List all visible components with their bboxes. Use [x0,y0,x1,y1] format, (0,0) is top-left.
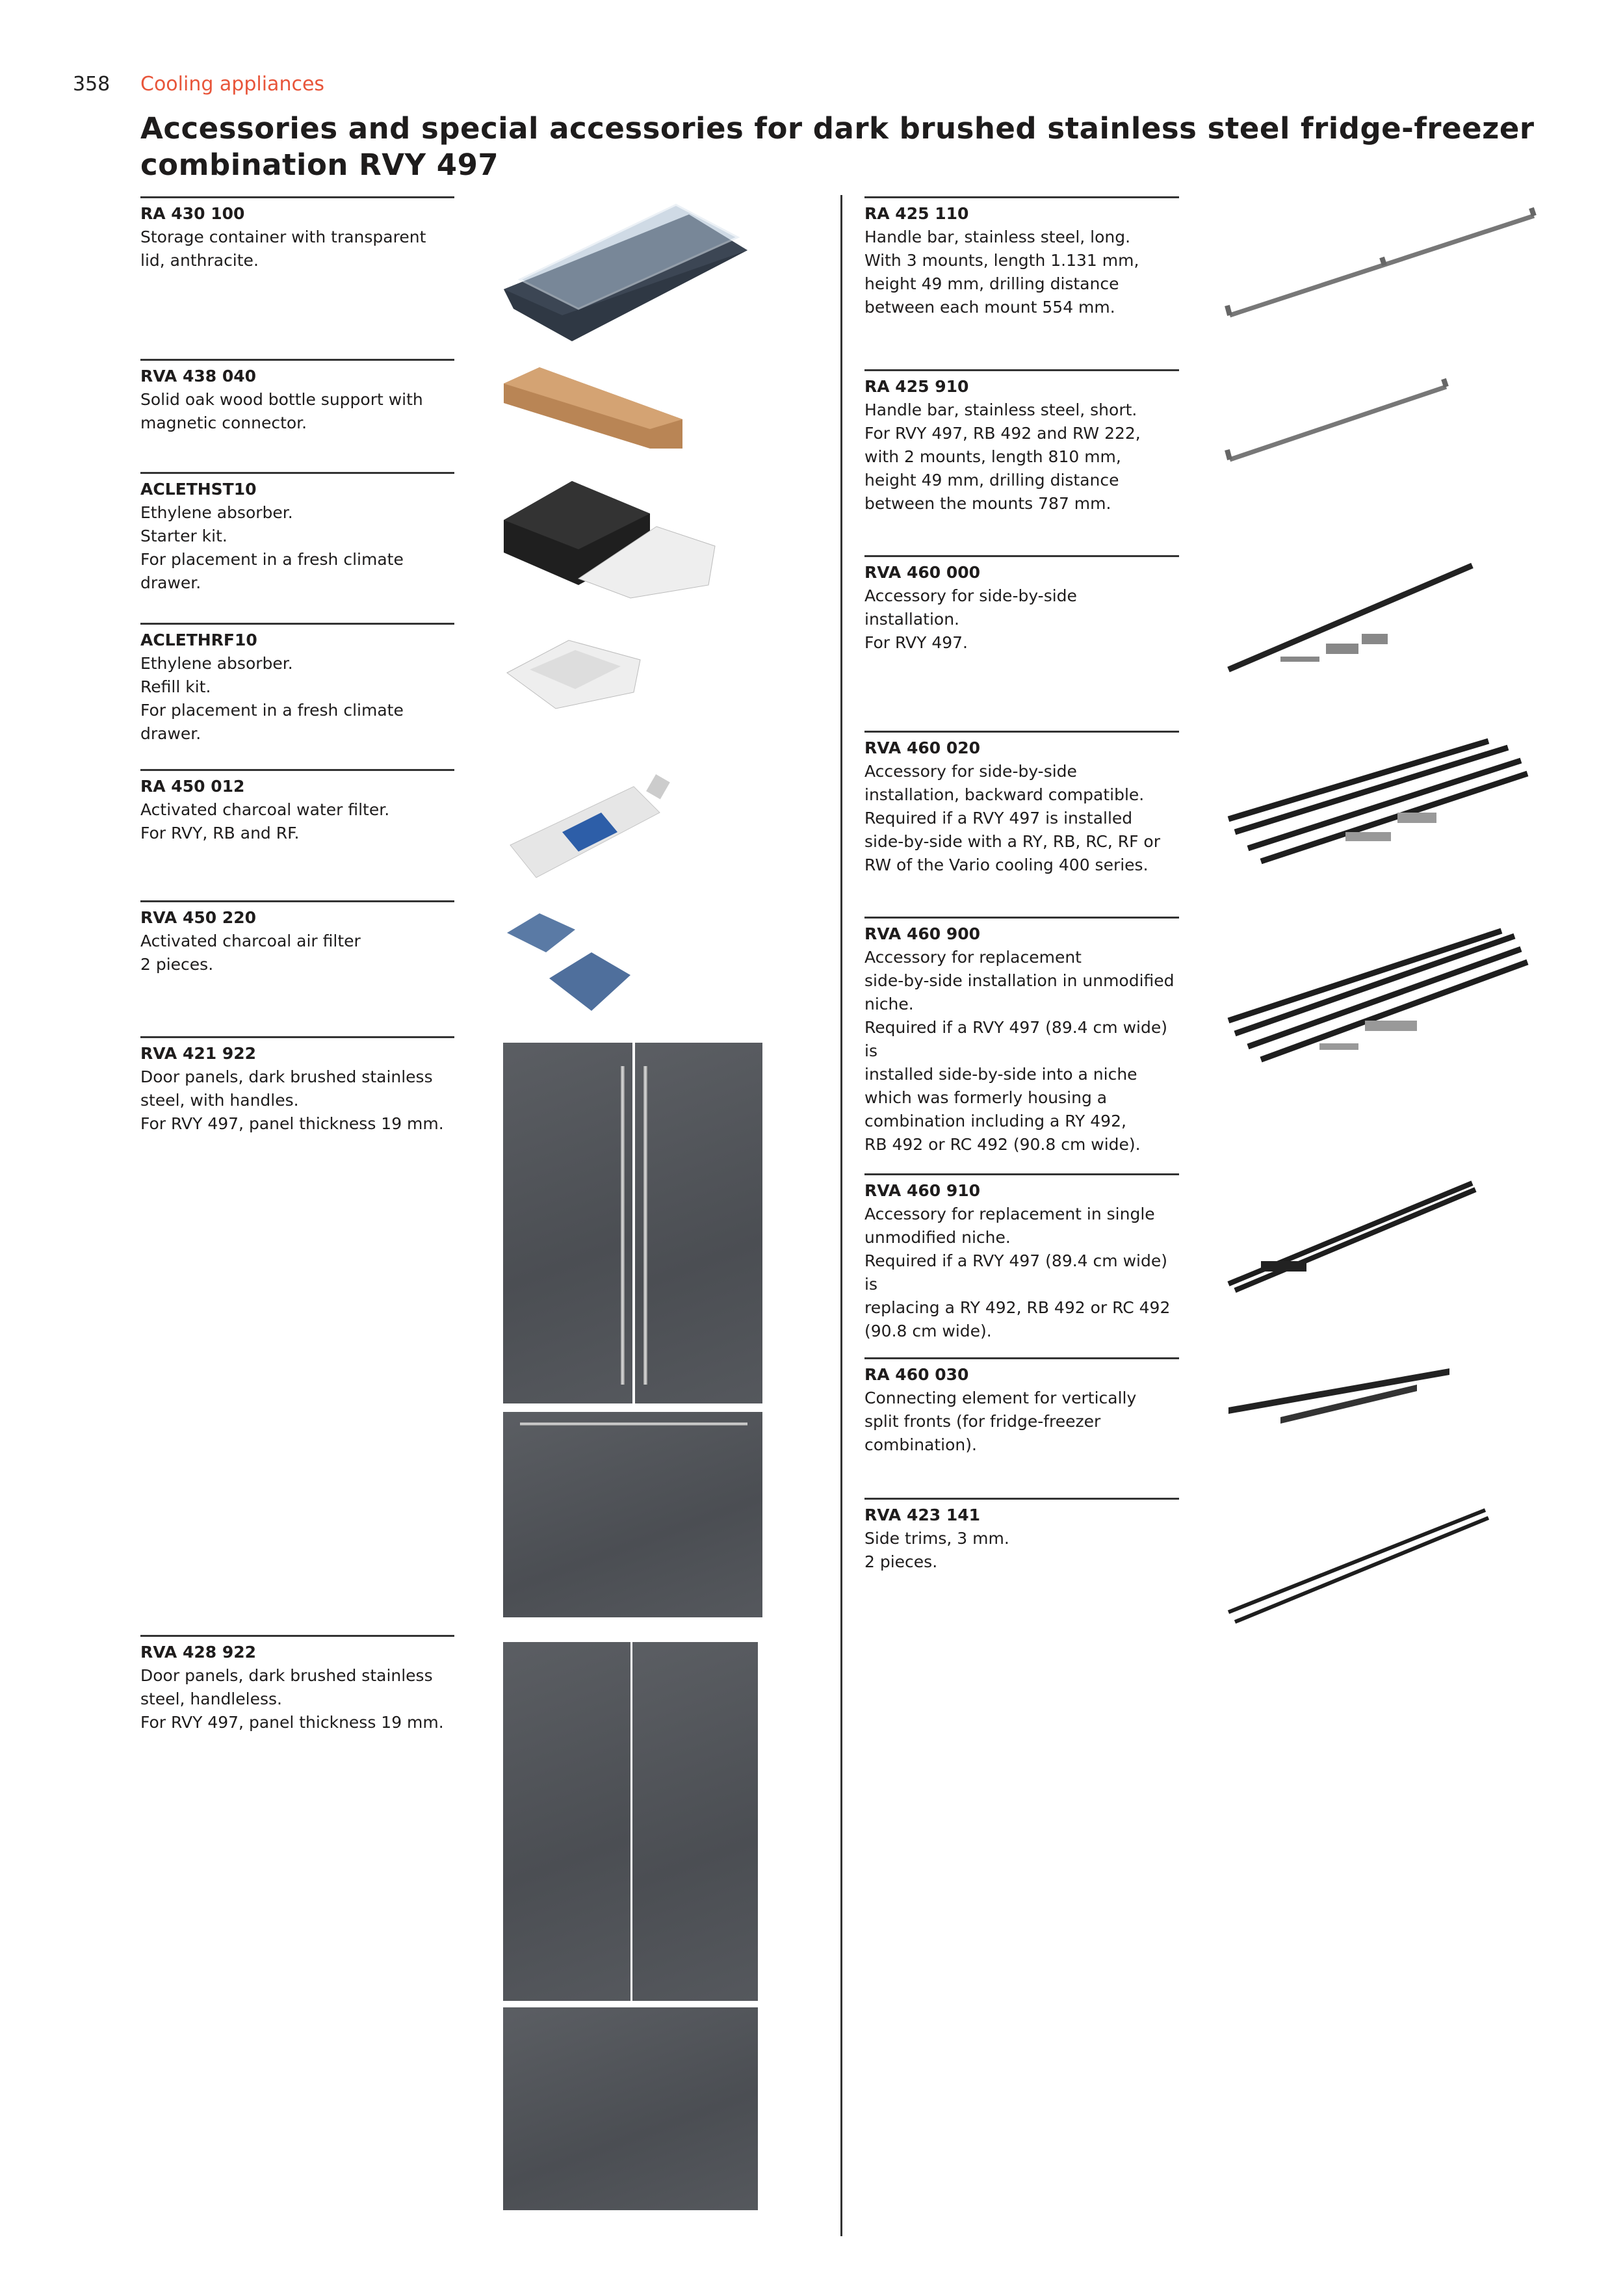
replacement-side-by-side-kit-image [1227,928,1529,1063]
product-description: Accessory for side-by-side installation.… [864,586,1077,652]
product-description: Accessory for replacement in single unmo… [864,1205,1171,1340]
handle-bar-short-image [1225,378,1449,462]
product-code: RVA 460 020 [864,738,981,757]
product-code: RA 425 910 [864,377,969,396]
product-description: Activated charcoal air filter 2 pieces. [140,932,361,974]
product-code: RVA 421 922 [140,1044,257,1063]
product-description: Handle bar, stainless steel, long. With … [864,228,1139,317]
product-code: RVA 460 000 [864,563,981,582]
column-divider [840,195,842,2236]
product-code: RVA 428 922 [140,1643,257,1662]
product-code: ACLETHRF10 [140,631,257,649]
product-code: RA 450 012 [140,777,245,796]
side-trims-image [1227,1508,1490,1624]
product-description: Ethylene absorber. Starter kit. For plac… [140,503,404,592]
replacement-single-niche-kit-image [1227,1181,1477,1293]
drawer-panel [503,2007,758,2210]
connecting-element-image [1228,1368,1449,1424]
product-code: RA 430 100 [140,204,245,223]
product-description: Door panels, dark brushed stainless stee… [140,1666,444,1732]
product-description: Handle bar, stainless steel, short. For … [864,400,1141,513]
drawer-panel [503,1412,762,1617]
storage-container-image [504,203,747,341]
ethylene-absorber-refill-image [506,640,641,709]
product-description: Side trims, 3 mm. 2 pieces. [864,1529,1009,1571]
door-panel-left [503,1043,632,1403]
product-code: RVA 438 040 [140,367,257,385]
product-description: Solid oak wood bottle support with magne… [140,390,423,432]
product-code: RVA 460 910 [864,1181,981,1200]
product-description: Connecting element for vertically split … [864,1389,1137,1454]
air-filter-image [507,913,630,1011]
product-code: RVA 450 220 [140,908,257,927]
side-by-side-kit-image [1227,562,1474,673]
product-description: Storage container with transparent lid, … [140,228,426,270]
side-by-side-compatible-kit-image [1227,738,1529,865]
oak-bottle-support-image [504,367,682,449]
ethylene-absorber-starter-image [504,481,716,599]
product-description: Door panels, dark brushed stainless stee… [140,1067,444,1133]
page-number: 358 [73,73,110,96]
door-panel-right [635,1043,762,1403]
handle-bar-long-image [1225,207,1537,318]
product-code: RA 460 030 [864,1365,969,1384]
product-code: RA 425 110 [864,204,969,223]
product-code: RVA 460 900 [864,924,981,943]
drawer-handle [520,1422,747,1426]
product-description: Accessory for replacement side-by-side i… [864,948,1175,1154]
product-code: RVA 423 141 [864,1506,981,1524]
door-panel-left [503,1642,630,2001]
door-handle [621,1066,625,1385]
section-title: Cooling appliances [140,73,325,96]
door-handle [643,1066,647,1385]
product-code: ACLETHST10 [140,480,257,499]
product-description: Ethylene absorber. Refill kit. For place… [140,654,404,743]
product-description: Activated charcoal water filter. For RVY… [140,800,390,842]
water-filter-image [510,774,670,878]
page-title: Accessories and special accessories for … [140,111,1535,182]
product-description: Accessory for side-by-side installation,… [864,762,1161,874]
door-panel-right [632,1642,758,2001]
